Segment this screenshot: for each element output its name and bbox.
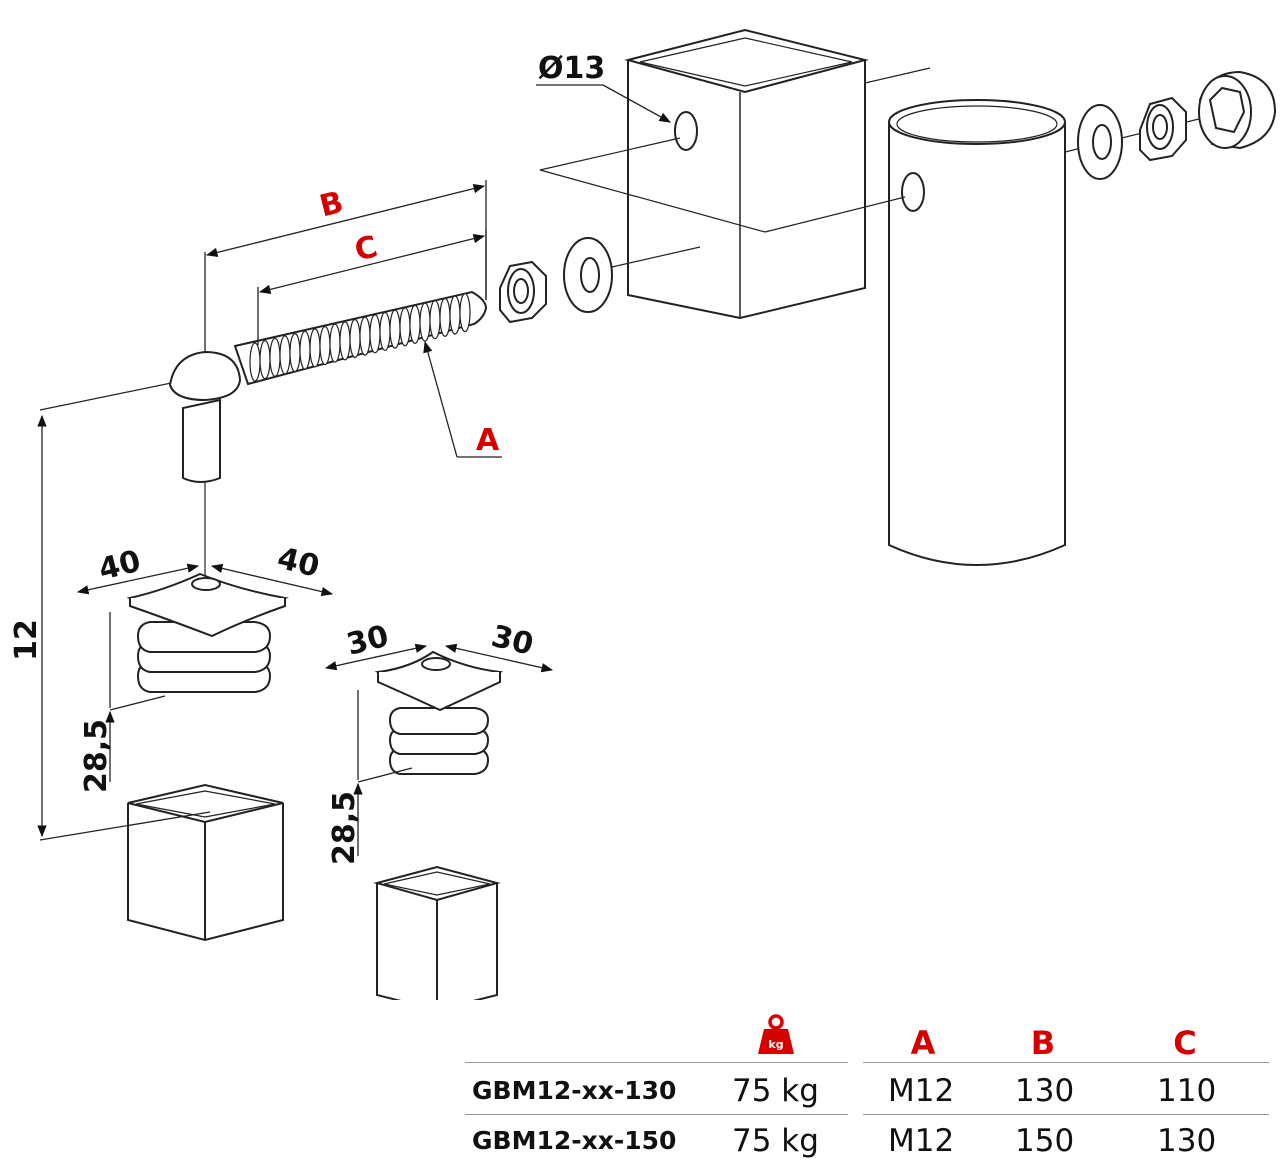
plate-large-width-2: 40 xyxy=(274,541,323,585)
plate-small-width-1: 30 xyxy=(343,619,392,663)
svg-text:kg: kg xyxy=(768,1038,783,1051)
header-a: A xyxy=(910,1024,936,1062)
square-post xyxy=(624,28,931,320)
weight-icon: kg xyxy=(758,1014,794,1054)
nut-left xyxy=(499,260,547,324)
tube-large xyxy=(127,783,284,942)
round-post-hole xyxy=(901,172,925,212)
dimension-c-label: C xyxy=(351,229,381,268)
row-2-c: 130 xyxy=(1157,1123,1217,1159)
height-label: 12 xyxy=(9,619,44,661)
row-1-code: GBM12-xx-130 xyxy=(472,1076,677,1105)
tube-small xyxy=(373,865,501,1000)
row-1-b: 130 xyxy=(1015,1073,1075,1109)
plate-small-width-2: 30 xyxy=(488,619,537,663)
plate-large-width-1: 40 xyxy=(95,544,144,588)
header-b: B xyxy=(1030,1024,1056,1062)
row-1-a: M12 xyxy=(888,1073,955,1109)
depth-large-label: 28,5 xyxy=(79,719,114,793)
row-2-load: 75 kg xyxy=(732,1123,819,1159)
dimension-b-label: B xyxy=(316,185,347,224)
row-2-a: M12 xyxy=(888,1123,955,1159)
round-post xyxy=(888,99,1066,566)
row-2-b: 150 xyxy=(1015,1123,1075,1159)
depth-small-label: 28,5 xyxy=(327,791,362,865)
row-1-c: 110 xyxy=(1157,1073,1217,1109)
washer-right xyxy=(1077,104,1123,180)
insert-large xyxy=(126,572,289,693)
hinge-pin xyxy=(168,290,488,483)
hinge-assembly-diagram: Ø13 B C A 12 40 40 30 30 28,5 28,5 xyxy=(9,28,1277,1000)
cap-nut-right xyxy=(1198,70,1277,150)
nut-right xyxy=(1139,96,1187,162)
hole-diameter-label: Ø13 xyxy=(538,51,605,86)
insert-small xyxy=(374,650,504,775)
header-c: C xyxy=(1173,1024,1197,1062)
row-2-code: GBM12-xx-150 xyxy=(472,1126,677,1155)
spec-table: kg A B C GBM12-xx-130 75 kg M12 130 110 … xyxy=(0,1000,1280,1175)
post-hole xyxy=(674,111,698,151)
washer-left xyxy=(563,237,613,313)
row-1-load: 75 kg xyxy=(732,1073,819,1109)
thread-a-label: A xyxy=(476,423,500,458)
